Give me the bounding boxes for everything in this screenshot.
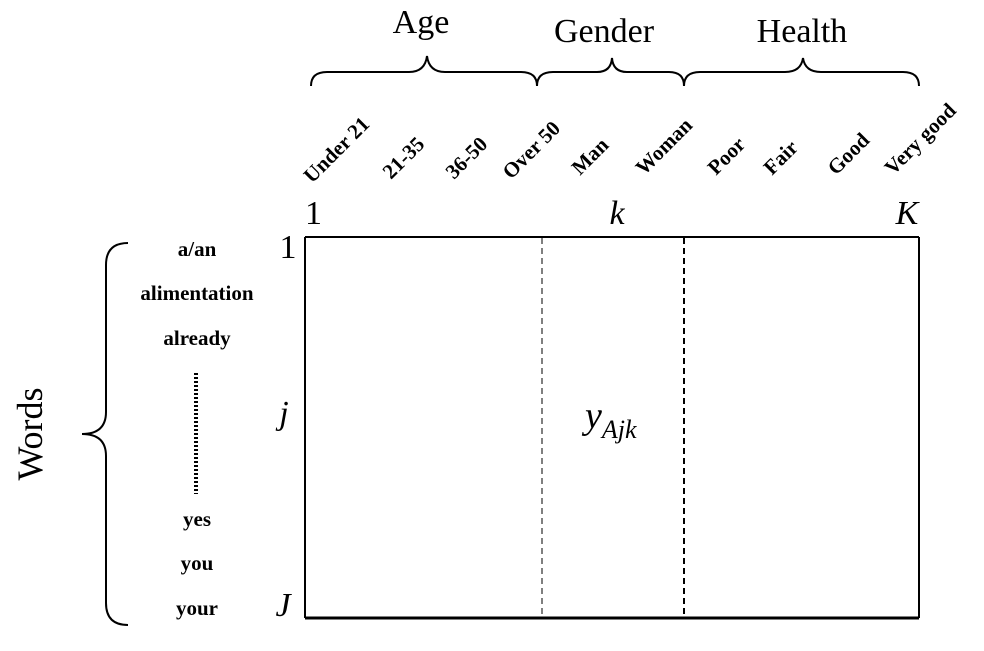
- column-index-middle: k: [609, 195, 625, 232]
- cell-label-main: y: [581, 395, 602, 437]
- row-label: already: [163, 326, 231, 350]
- column-index-last: K: [895, 195, 921, 232]
- brace-health: [683, 57, 920, 87]
- brace-gender: [536, 57, 685, 87]
- column-label: Woman: [631, 113, 698, 180]
- cell-label-subscript: Ajk: [600, 415, 637, 444]
- brace-words: [81, 242, 129, 626]
- row-index-last: J: [275, 587, 292, 624]
- row-label: your: [176, 596, 218, 620]
- row-label: alimentation: [140, 281, 253, 305]
- column-label: Over 50: [498, 116, 565, 183]
- column-label: Under 21: [299, 112, 375, 188]
- column-label: Very good: [880, 98, 961, 179]
- row-label: yes: [183, 507, 211, 531]
- row-label: you: [181, 551, 214, 575]
- column-label: Man: [567, 133, 614, 180]
- row-group-label: Words: [10, 387, 50, 480]
- brace-age: [310, 55, 538, 87]
- column-index-first: 1: [305, 195, 322, 232]
- row-index-middle: j: [275, 395, 288, 432]
- row-index-first: 1: [280, 229, 297, 266]
- cell-label: yAjk: [581, 395, 637, 444]
- group-title-health: Health: [757, 13, 848, 50]
- column-label: 21-35: [378, 132, 430, 184]
- column-label: Poor: [703, 132, 750, 179]
- group-title-age: Age: [393, 4, 450, 41]
- column-label: Good: [823, 128, 875, 180]
- column-label: 36-50: [441, 132, 493, 184]
- row-label: a/an: [178, 237, 217, 261]
- group-title-gender: Gender: [554, 13, 655, 50]
- column-label: Fair: [759, 135, 803, 179]
